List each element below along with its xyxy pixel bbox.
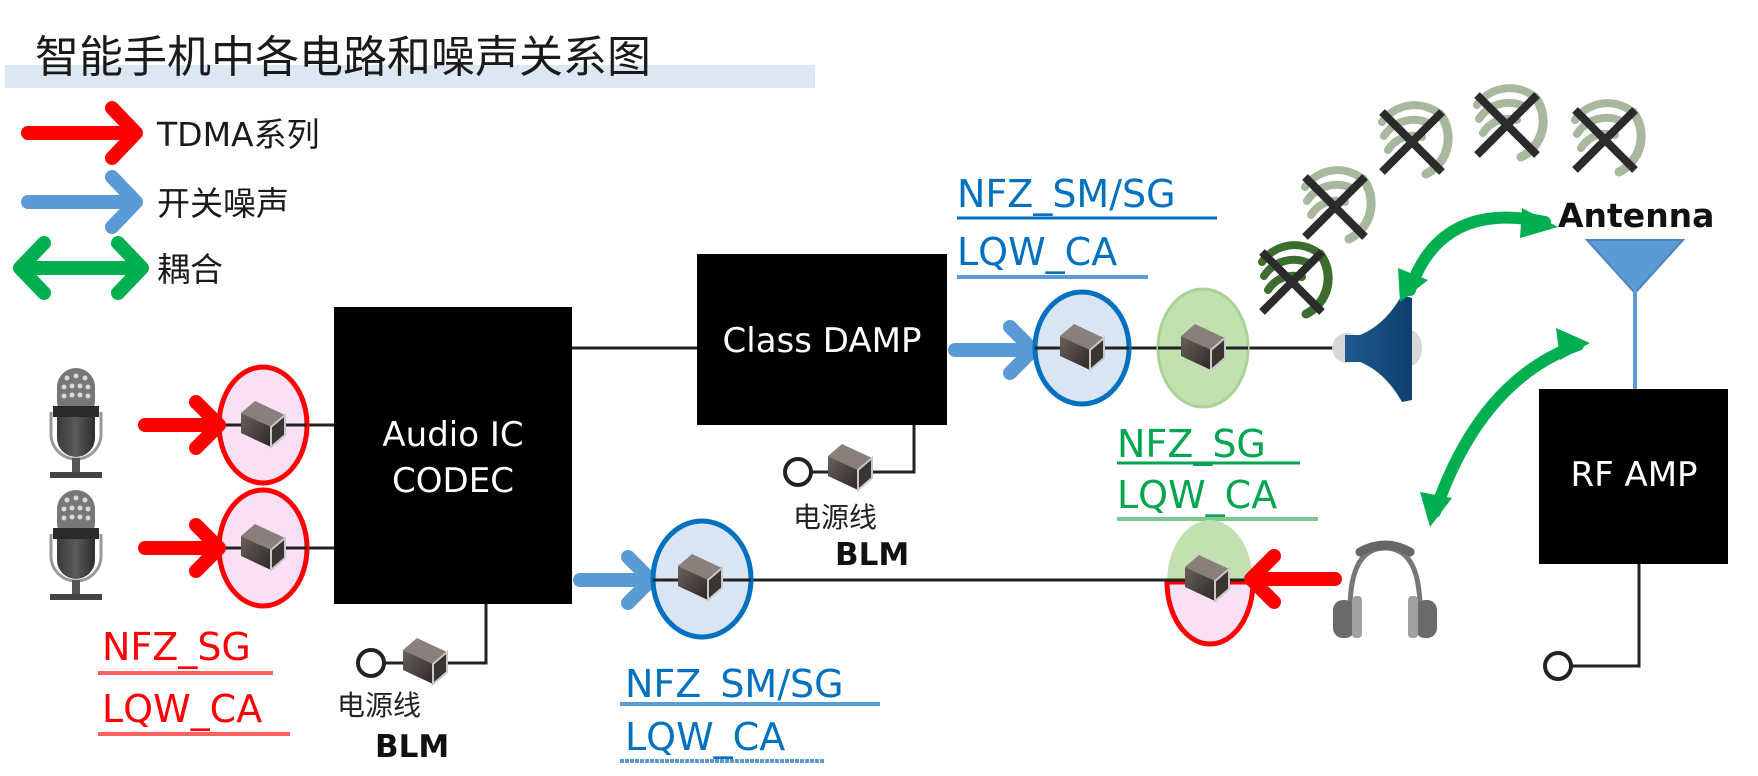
tdma-arrow-mic1 xyxy=(138,395,226,455)
wire-classd-power xyxy=(870,425,916,474)
mic-filter-2 xyxy=(216,487,310,609)
speaker-filter-part-label: NFZ_SG LQW_CA xyxy=(1117,422,1318,521)
speaker-icon xyxy=(1332,295,1422,402)
coupling-arrow-speaker-antenna xyxy=(1398,208,1558,302)
blocked-wave-icon xyxy=(1262,245,1328,314)
legend-item-tdma: TDMA系列 xyxy=(21,101,320,165)
part-label-line1: NFZ_SM/SG xyxy=(625,662,844,706)
blm-label: BLM xyxy=(375,729,449,765)
part-label-line2: LQW_CA xyxy=(625,715,785,759)
rf-amp-label: RF AMP xyxy=(1570,455,1697,495)
codec-output-part-label: NFZ_SM/SG LQW_CA xyxy=(620,662,880,763)
tdma-arrow-headphones xyxy=(1244,549,1342,609)
audio-codec-label-line2: CODEC xyxy=(392,461,514,501)
antenna-icon xyxy=(1584,239,1686,295)
class-d-amp-label: Class DAMP xyxy=(723,321,922,361)
amp-switching-arrow xyxy=(948,320,1040,380)
coupling-arrow-antenna-headphones xyxy=(1420,328,1590,527)
terminal-icon xyxy=(1543,651,1573,681)
blocked-wave-icon xyxy=(1477,88,1543,157)
chip-component-icon xyxy=(402,637,448,685)
amp-output-part-label: NFZ_SM/SG LQW_CA xyxy=(957,172,1217,279)
part-label-line2: LQW_CA xyxy=(957,230,1117,274)
power-line-label: 电源线 xyxy=(337,689,421,722)
legend-item-coupling: 耦合 xyxy=(13,236,223,300)
microphone-icon xyxy=(48,488,104,602)
codec-switching-arrow xyxy=(573,550,658,610)
title-highlight-band xyxy=(5,65,815,88)
headphones-icon xyxy=(1333,540,1437,638)
blm-label: BLM xyxy=(835,537,909,573)
part-label-line1: NFZ_SG xyxy=(1117,422,1266,466)
legend-label-coupling: 耦合 xyxy=(157,250,223,289)
wire-rfamp-power xyxy=(1572,564,1641,668)
classd-power-blm: 电源线 BLM xyxy=(783,443,909,573)
blocked-radiation xyxy=(1262,88,1641,314)
legend-label-tdma: TDMA系列 xyxy=(156,115,320,154)
codec-power-blm: 电源线 BLM xyxy=(337,637,449,765)
class-d-amp-block: Class DAMP xyxy=(697,254,947,425)
part-label-line2: LQW_CA xyxy=(1117,473,1277,517)
part-label-line1: NFZ_SM/SG xyxy=(957,172,1176,216)
power-line-label: 电源线 xyxy=(793,501,877,534)
audio-codec-label-line1: Audio IC xyxy=(382,415,523,455)
tdma-arrow-mic2 xyxy=(138,518,226,578)
chip-component-icon xyxy=(827,443,873,491)
legend: TDMA系列 开关噪声 耦合 xyxy=(13,101,320,300)
terminal-icon xyxy=(356,648,386,678)
red-arrow-icon xyxy=(21,101,143,165)
wire-codec-power xyxy=(440,604,488,665)
part-label-line1: NFZ_SG xyxy=(102,625,251,669)
part-label-line2: LQW_CA xyxy=(102,687,262,731)
blue-arrow-icon xyxy=(21,170,143,234)
audio-codec-block: Audio IC CODEC xyxy=(334,307,572,604)
blocked-wave-icon xyxy=(1382,105,1448,174)
legend-label-switching-noise: 开关噪声 xyxy=(157,184,289,223)
microphone-icon xyxy=(48,366,104,480)
antenna-label: Antenna xyxy=(1558,196,1714,235)
blocked-wave-icon xyxy=(1305,170,1371,239)
mic-filter-part-label: NFZ_SG LQW_CA xyxy=(98,625,290,736)
mic-filter-1 xyxy=(216,364,310,486)
headphone-filter xyxy=(1160,520,1258,647)
page-title: 智能手机中各电路和噪声关系图 xyxy=(35,32,651,83)
green-double-arrow-icon xyxy=(13,236,149,300)
amp-output-filter xyxy=(1032,289,1132,407)
legend-item-switching-noise: 开关噪声 xyxy=(21,170,289,234)
rf-amp-block: RF AMP xyxy=(1539,389,1728,564)
codec-output-filter xyxy=(650,518,754,640)
antenna: Antenna xyxy=(1558,196,1714,390)
blocked-wave-icon xyxy=(1575,103,1641,172)
terminal-icon xyxy=(783,457,813,487)
speaker-filter xyxy=(1156,287,1250,409)
